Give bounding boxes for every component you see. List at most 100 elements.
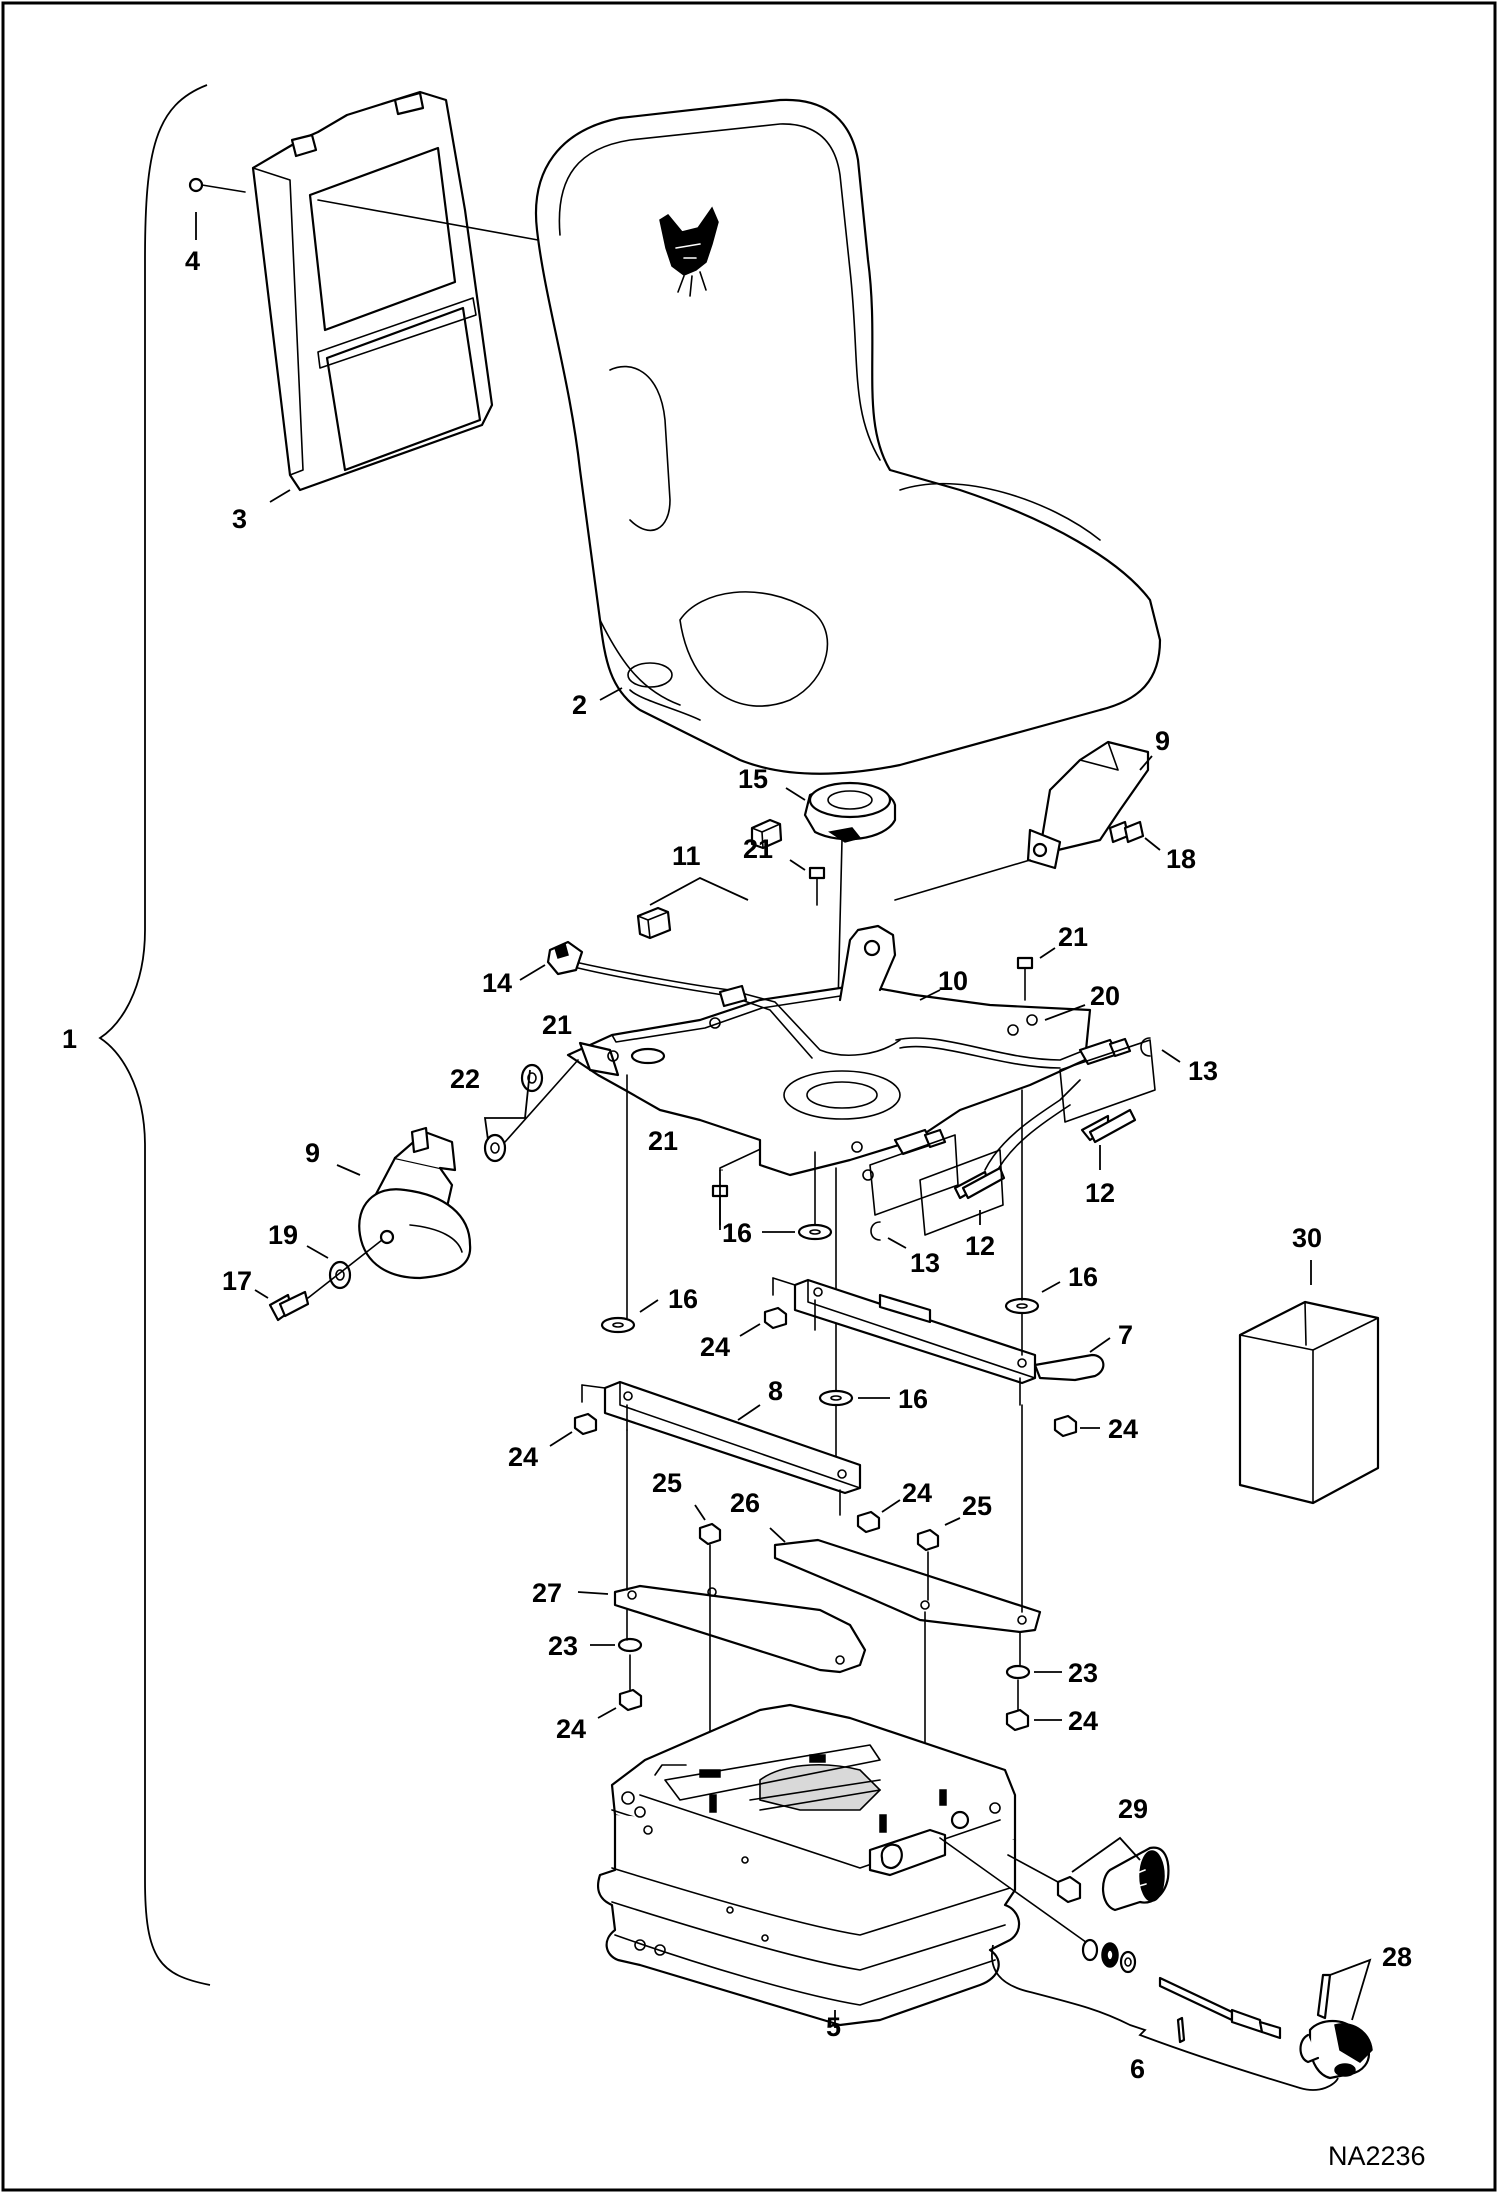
washer-22-b: [520, 1063, 544, 1093]
callout-18: 18: [1166, 844, 1196, 874]
leader-15: [785, 787, 806, 801]
bobcat-logo-icon: [659, 206, 719, 297]
callout-2: 2: [572, 690, 587, 720]
callout-24-c: 24: [508, 1442, 538, 1472]
callout-25-b: 25: [962, 1491, 992, 1521]
washer-16-b: [1004, 1297, 1040, 1315]
callout-3: 3: [232, 504, 247, 534]
callout-12-left: 12: [965, 1231, 995, 1261]
leader-16-b: [1041, 1281, 1061, 1293]
leader-16-c: [639, 1299, 659, 1313]
callout-16-a: 16: [722, 1218, 752, 1248]
slide-rail-7: [793, 1278, 1037, 1406]
callout-20: 20: [1090, 981, 1120, 1011]
seat-pan-plate-10: [566, 924, 1092, 1181]
callout-30: 30: [1292, 1223, 1322, 1253]
callout-6: 6: [1130, 2054, 1145, 2084]
callout-12-right: 12: [1085, 1178, 1115, 1208]
callout-26: 26: [730, 1488, 760, 1518]
bolt-21-top: [808, 866, 826, 906]
callout-19: 19: [268, 1220, 298, 1250]
leader-26: [769, 1527, 786, 1543]
callout-24-f: 24: [1068, 1706, 1098, 1736]
leader-11: [649, 876, 749, 906]
callout-25-a: 25: [652, 1468, 682, 1498]
leader-2: [599, 687, 623, 701]
nut-24-f: [1005, 1708, 1030, 1732]
washer-16-d: [818, 1389, 854, 1407]
callout-10: 10: [938, 966, 968, 996]
mount-plate-27: [613, 1584, 867, 1674]
callout-24-e: 24: [556, 1714, 586, 1744]
callout-21-lower: 21: [648, 1126, 678, 1156]
callout-16-c: 16: [668, 1284, 698, 1314]
suspension-base-5: [596, 1703, 1021, 2027]
lockwasher-23-a: [617, 1637, 643, 1653]
handle-axis-line: [939, 1837, 1091, 1946]
nut-25-b: [916, 1528, 940, 1552]
seat-belt-retractor-lower: [358, 1126, 472, 1280]
retaining-ring-13-upper: [1140, 1037, 1151, 1057]
callout-8: 8: [768, 1376, 783, 1406]
pin-12-left: [953, 1166, 1006, 1200]
guide-12-right: [1059, 1039, 1156, 1123]
bolt-17-line: [307, 1239, 383, 1299]
leader-10: [919, 989, 941, 1001]
washer-19: [328, 1260, 352, 1290]
rivet-4: [188, 177, 246, 193]
callout-16-b: 16: [1068, 1262, 1098, 1292]
back-to-seat-line: [317, 199, 539, 241]
leader-9-lower: [336, 1164, 361, 1176]
switch-line: [837, 839, 843, 1006]
callout-13-upper: 13: [1188, 1056, 1218, 1086]
leader-17: [254, 1289, 269, 1299]
leader-8: [737, 1404, 761, 1421]
adjust-handle-7: [1033, 1353, 1105, 1382]
callout-15: 15: [738, 764, 768, 794]
leader-18: [1144, 837, 1161, 851]
leader-3: [269, 489, 291, 503]
callout-1: 1: [62, 1024, 77, 1054]
leader-13-upper: [1161, 1049, 1181, 1063]
bolt-21-right: [1016, 956, 1034, 1001]
callout-29: 29: [1118, 1794, 1148, 1824]
slide-rail-8: [603, 1380, 862, 1516]
belt-mount-line: [504, 1059, 579, 1143]
retaining-ring-13-lower: [870, 1221, 881, 1241]
leader-20: [1044, 1004, 1086, 1021]
leader-7: [1089, 1337, 1111, 1353]
washer-16-c: [600, 1316, 636, 1334]
callout-4: 4: [185, 246, 200, 276]
nut-29: [1056, 1875, 1082, 1904]
callout-11: 11: [672, 841, 701, 871]
knob-axis-line: [1007, 1854, 1059, 1883]
handle-group-brace: [991, 1944, 1339, 2091]
nut-24-b: [1053, 1414, 1078, 1438]
nut-24-c: [573, 1412, 598, 1436]
callout-21-left: 21: [542, 1010, 572, 1040]
bumper-11-left: [636, 906, 672, 940]
washer-16-a: [797, 1223, 833, 1241]
callout-9-lower: 9: [305, 1138, 320, 1168]
callout-14: 14: [482, 968, 512, 998]
callout-22: 22: [450, 1064, 480, 1094]
assembly-brace: [98, 84, 211, 1986]
spacer-washers-6: [1081, 1938, 1137, 1974]
callout-23-a: 23: [548, 1631, 578, 1661]
guide-12-left: [869, 1134, 959, 1216]
nut-24-a: [763, 1306, 788, 1330]
washer-22-a: [483, 1133, 507, 1163]
guide-12-left-b: [919, 1149, 1004, 1236]
callout-24-b: 24: [1108, 1414, 1138, 1444]
leader-28: [1329, 1958, 1372, 2021]
callout-28: 28: [1382, 1942, 1412, 1972]
leader-24-e: [597, 1707, 617, 1719]
callout-21-right: 21: [1058, 922, 1088, 952]
nut-24-e: [618, 1688, 643, 1712]
box-30: [1238, 1300, 1380, 1505]
handle-shaft-6: [1158, 1976, 1282, 2044]
guide-7b: [772, 1277, 796, 1286]
leader-25-b: [944, 1517, 961, 1526]
